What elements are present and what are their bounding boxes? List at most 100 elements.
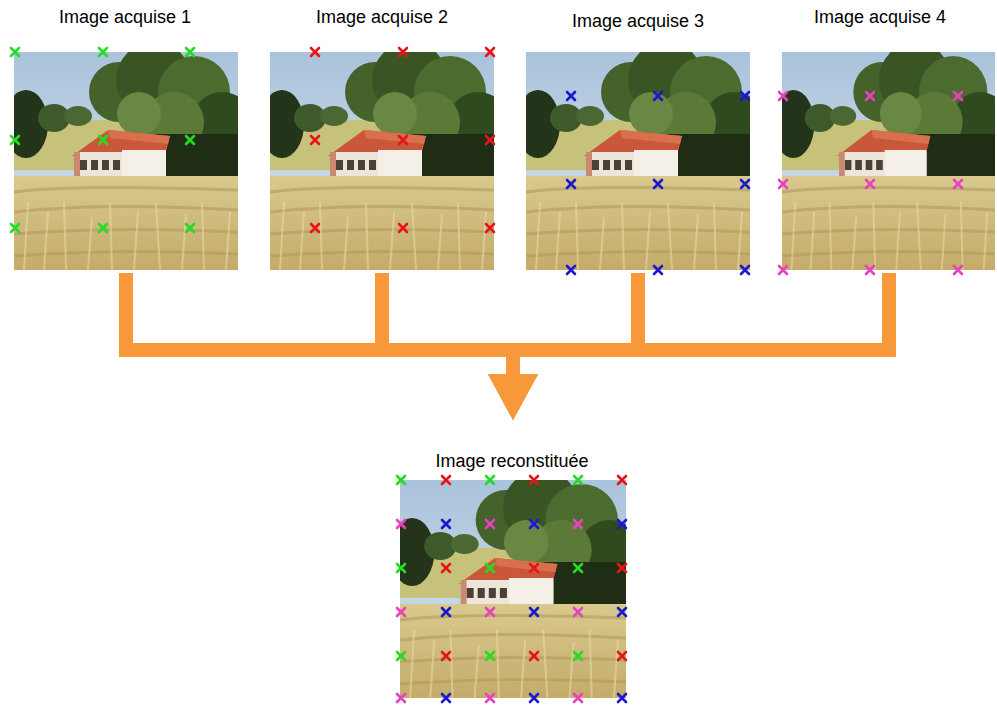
cross-mark: [530, 476, 538, 484]
sample-marker: [186, 48, 194, 56]
cross-mark: [574, 564, 582, 572]
cross-mark: [530, 608, 538, 616]
cross-mark: [574, 608, 582, 616]
cross-mark: [567, 92, 575, 100]
image-frame: Image acquise 3: [526, 10, 750, 270]
sample-marker: [399, 48, 407, 56]
cross-mark: [618, 520, 626, 528]
sample-marker: [486, 608, 494, 616]
cross-mark: [567, 266, 575, 274]
cross-mark: [954, 180, 962, 188]
sample-marker: [654, 180, 662, 188]
connector-line: [513, 280, 638, 376]
sample-marker: [99, 136, 107, 144]
sample-marker: [397, 476, 405, 484]
sample-marker: [99, 48, 107, 56]
cross-mark: [866, 92, 874, 100]
cross-mark: [486, 136, 494, 144]
cross-mark: [442, 520, 450, 528]
cross-mark: [399, 136, 407, 144]
cross-mark: [486, 694, 494, 702]
sample-marker: [397, 652, 405, 660]
sample-marker: [99, 224, 107, 232]
cross-mark: [486, 564, 494, 572]
cross-mark: [486, 48, 494, 56]
sample-marker: [574, 694, 582, 702]
cross-mark: [530, 520, 538, 528]
sample-marker: [11, 224, 19, 232]
sample-marker: [574, 476, 582, 484]
cross-mark: [954, 92, 962, 100]
cross-mark: [99, 224, 107, 232]
sample-marker: [442, 694, 450, 702]
image-title: Image acquise 3: [572, 10, 704, 32]
cross-mark: [442, 564, 450, 572]
sample-marker: [618, 652, 626, 660]
sample-marker: [311, 136, 319, 144]
cross-mark: [654, 92, 662, 100]
sample-marker: [442, 652, 450, 660]
cross-mark: [530, 564, 538, 572]
sample-marker: [486, 694, 494, 702]
image-frame: Image reconstituée: [400, 450, 626, 698]
cross-mark: [574, 476, 582, 484]
image-frame: Image acquise 1: [14, 6, 238, 270]
sample-marker: [397, 608, 405, 616]
arrow-head: [488, 374, 538, 420]
sample-markers: [11, 48, 962, 702]
cross-mark: [866, 266, 874, 274]
sample-marker: [741, 92, 749, 100]
sample-marker: [574, 652, 582, 660]
cross-mark: [486, 476, 494, 484]
cross-mark: [397, 652, 405, 660]
sample-marker: [779, 266, 787, 274]
sample-marker: [442, 476, 450, 484]
cross-mark: [99, 136, 107, 144]
image-title: Image acquise 2: [316, 6, 448, 28]
sample-marker: [618, 608, 626, 616]
arrow-head: [488, 374, 538, 420]
sample-marker: [442, 608, 450, 616]
cross-mark: [397, 608, 405, 616]
landscape-photo: [260, 42, 508, 270]
sample-marker: [11, 136, 19, 144]
sample-marker: [567, 266, 575, 274]
image-title: Image reconstituée: [435, 450, 588, 472]
sample-marker: [186, 224, 194, 232]
sample-marker: [741, 266, 749, 274]
cross-mark: [99, 48, 107, 56]
cross-mark: [311, 48, 319, 56]
cross-mark: [397, 694, 405, 702]
sample-marker: [954, 266, 962, 274]
sample-marker: [866, 266, 874, 274]
sample-marker: [779, 92, 787, 100]
cross-mark: [11, 136, 19, 144]
cross-mark: [442, 608, 450, 616]
landscape-photo: [4, 42, 252, 270]
cross-mark: [186, 48, 194, 56]
sample-marker: [486, 136, 494, 144]
sample-marker: [530, 652, 538, 660]
cross-mark: [311, 136, 319, 144]
sample-marker: [567, 92, 575, 100]
sample-marker: [618, 476, 626, 484]
cross-mark: [397, 520, 405, 528]
cross-mark: [741, 266, 749, 274]
image-frame: Image acquise 2: [270, 6, 494, 270]
cross-mark: [399, 224, 407, 232]
sample-marker: [654, 266, 662, 274]
merge-arrow: [126, 280, 538, 420]
sample-marker: [530, 476, 538, 484]
sample-marker: [618, 564, 626, 572]
cross-mark: [779, 92, 787, 100]
cross-mark: [311, 224, 319, 232]
cross-mark: [486, 652, 494, 660]
image-title: Image acquise 1: [59, 6, 191, 28]
sample-marker: [311, 224, 319, 232]
cross-mark: [866, 180, 874, 188]
connector-line: [126, 280, 513, 376]
sample-marker: [486, 48, 494, 56]
cross-mark: [618, 694, 626, 702]
sample-marker: [397, 520, 405, 528]
